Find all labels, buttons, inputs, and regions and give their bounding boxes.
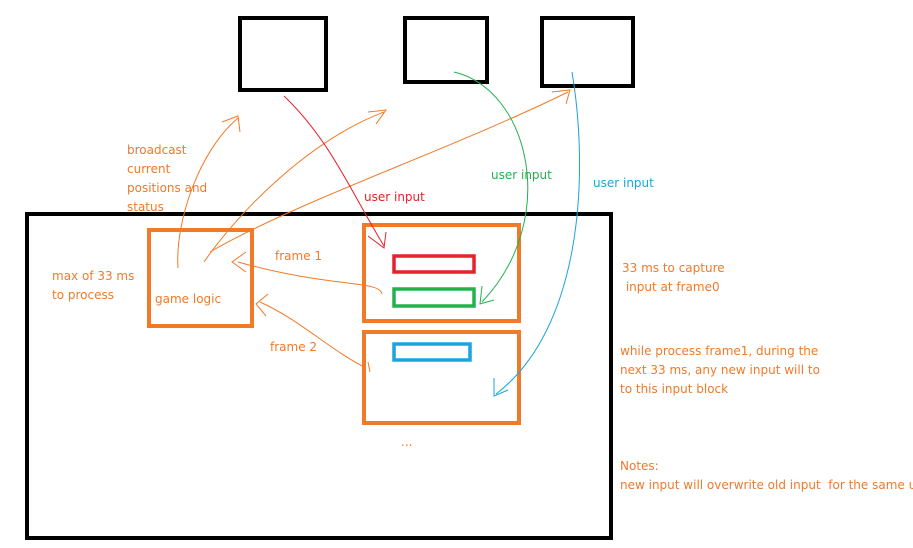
frame2-label: frame 2 <box>270 340 318 354</box>
client-screen-2 <box>403 16 489 84</box>
input-block-frame0 <box>362 223 521 323</box>
game-logic-label: game logic <box>155 292 222 306</box>
notes-label: Notes: new input will overwrite old inpu… <box>620 459 913 492</box>
ellipsis-label: ... <box>401 435 413 449</box>
frame1-arrow <box>237 261 383 295</box>
client-screen-1 <box>238 16 328 92</box>
user-input-label-green: user input <box>491 168 552 182</box>
user-input-arrow-red-head <box>367 231 387 249</box>
user-input-arrow-green-head <box>479 285 495 305</box>
broadcast-arrow-1 <box>177 117 239 269</box>
broadcast-arrow-2 <box>203 111 385 263</box>
user-input-arrow-green <box>453 71 529 303</box>
broadcast-label: broadcast current positions and status <box>127 143 208 214</box>
broadcast-arrow-3-head <box>551 89 571 105</box>
user-input-arrow-red <box>283 95 385 247</box>
max-process-label: max of 33 ms to process <box>52 269 135 302</box>
input-slot-blue <box>392 342 472 362</box>
input-slot-red <box>392 254 476 274</box>
user-input-label-blue: user input <box>593 176 654 190</box>
capture-label: 33 ms to capture input at frame0 <box>622 261 725 294</box>
input-slot-green <box>392 287 476 308</box>
game-logic-box <box>147 228 254 328</box>
client-screen-3 <box>540 16 635 88</box>
while-process-label: while process frame1, during the next 33… <box>620 344 820 396</box>
frame1-arrow-head <box>231 251 247 273</box>
frame2-tick <box>367 361 371 373</box>
input-block-next-frame <box>362 330 521 425</box>
user-input-arrow-blue <box>495 71 581 395</box>
user-input-label-red: user input <box>364 190 425 204</box>
broadcast-arrow-3 <box>209 91 569 253</box>
user-input-arrow-blue-head <box>493 378 509 397</box>
broadcast-arrow-2-head <box>367 109 388 125</box>
server-box <box>25 212 613 540</box>
broadcast-arrow-1-head <box>221 115 241 133</box>
frame2-arrow <box>259 301 367 369</box>
frame1-label: frame 1 <box>275 249 323 263</box>
frame2-arrow-head <box>255 293 269 317</box>
